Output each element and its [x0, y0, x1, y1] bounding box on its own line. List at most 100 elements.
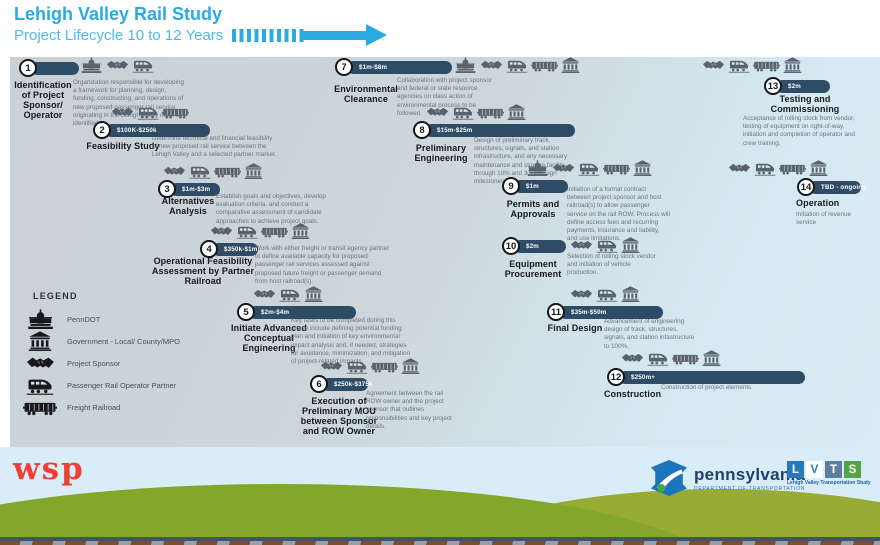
step-6-title: Execution of Preliminary MOU between Spo… — [300, 396, 378, 437]
capitol-icon — [80, 57, 103, 73]
step-7-title: Environmental Clearance — [334, 84, 398, 105]
train-icon — [346, 358, 368, 374]
wsp-logo: wsp — [13, 451, 85, 487]
step-14-description: Initiation of revenue service — [796, 211, 851, 227]
step-3-title: Alternatives Analysis — [161, 196, 215, 217]
keystone-icon — [650, 459, 688, 497]
capitol-icon — [454, 57, 477, 73]
step-7-number-badge: 7 — [335, 58, 353, 76]
step-14-number-badge: 14 — [797, 178, 815, 196]
bank-icon — [291, 223, 310, 239]
step-8-number-badge: 8 — [413, 121, 431, 139]
hill-main — [0, 484, 710, 545]
legend-icon-cell — [22, 331, 58, 351]
freight-icon — [531, 58, 558, 73]
step-4-cost-pill: $350k-$1m — [212, 242, 258, 256]
step-8-stakeholder-icons — [426, 104, 526, 120]
step-11-stakeholder-icons — [570, 286, 640, 302]
train-icon — [26, 375, 54, 395]
step-2-description: Determine technical and financial feasib… — [152, 135, 277, 159]
step-12-description: Construction of project elements — [661, 384, 752, 391]
step-11-title: Final Design — [547, 323, 603, 333]
step-6-number-badge: 6 — [310, 375, 328, 393]
step-9-cost-pill: $1m — [514, 179, 568, 193]
step-12-cost-pill: $250m+ — [619, 370, 805, 384]
step-10-description: Selection of rolling stock vendor and in… — [567, 253, 656, 277]
step-11-description: Advancement of engineering design of tra… — [604, 318, 695, 350]
step-12-title: Construction — [604, 389, 662, 399]
legend-icon-cell — [22, 354, 58, 373]
legend-title: LEGEND — [33, 291, 78, 301]
step-7-description: Collaboration with project sponsor and f… — [397, 77, 492, 117]
step-9-number-badge: 9 — [502, 177, 520, 195]
bank-icon — [783, 57, 802, 73]
train-icon — [578, 160, 600, 176]
train-icon — [137, 104, 159, 120]
step-5-cost-pill: $2m-$4m — [249, 305, 356, 319]
bank-icon — [809, 160, 828, 176]
handshake-icon — [253, 287, 276, 302]
handshake-icon — [728, 161, 751, 176]
step-5-description: Key tasks to be completed during this ph… — [291, 317, 411, 365]
lvts-letter-tile: V — [806, 461, 823, 478]
legend-icon-cell — [22, 309, 58, 329]
railroad-track — [0, 537, 880, 545]
capitol-icon — [526, 160, 549, 176]
train-icon — [132, 57, 154, 73]
legend-item-label: Project Sponsor — [67, 358, 121, 368]
bank-icon — [561, 57, 580, 73]
lvts-letter-tile: S — [844, 461, 861, 478]
step-7-cost-pill: $1m-$8m — [347, 60, 452, 74]
train-icon — [189, 163, 211, 179]
legend-item: Passenger Rail Operator Partner — [22, 375, 176, 395]
step-3-cost-pill: $1m-$3m — [170, 182, 220, 196]
handshake-icon — [426, 105, 449, 120]
step-9-stakeholder-icons — [526, 160, 652, 176]
train-icon — [754, 160, 776, 176]
timeline-arrow-shaft — [303, 31, 367, 40]
legend-item-label: Government - Local/ County/MPO — [67, 336, 180, 346]
bank-icon — [304, 286, 323, 302]
handshake-icon — [320, 359, 343, 374]
bank-icon — [28, 331, 52, 351]
train-icon — [236, 223, 258, 239]
timeline-arrow-head-icon — [366, 24, 387, 46]
step-10-number-badge: 10 — [502, 237, 520, 255]
handshake-icon — [570, 238, 593, 253]
legend-item: Project Sponsor — [22, 353, 120, 373]
bank-icon — [702, 350, 721, 366]
timeline-ticks — [232, 29, 306, 42]
step-1-number-badge: 1 — [19, 59, 37, 77]
train-icon — [506, 57, 528, 73]
step-12-stakeholder-icons — [621, 350, 721, 366]
step-10-cost-pill: $2m — [514, 239, 566, 253]
handshake-icon — [163, 164, 186, 179]
legend-item-label: PennDOT — [67, 314, 101, 324]
legend-icon-cell — [22, 375, 58, 395]
lvts-letter-tile: L — [787, 461, 804, 478]
handshake-icon — [621, 351, 644, 366]
train-icon — [279, 286, 301, 302]
train-icon — [596, 237, 618, 253]
step-4-description: Work with either freight or transit agen… — [255, 245, 390, 285]
capitol-icon — [26, 309, 55, 329]
step-6-description: Agreement between the rail ROW owner and… — [366, 390, 452, 430]
handshake-icon — [570, 287, 593, 302]
step-4-stakeholder-icons — [210, 223, 310, 239]
step-5-stakeholder-icons — [253, 286, 323, 302]
step-12-number-badge: 12 — [607, 368, 625, 386]
step-14-stakeholder-icons — [728, 160, 828, 176]
bank-icon — [401, 358, 420, 374]
bank-icon — [244, 163, 263, 179]
freight-icon — [23, 398, 57, 417]
train-icon — [728, 57, 750, 73]
step-2-stakeholder-icons — [111, 104, 189, 120]
freight-icon — [371, 359, 398, 374]
step-10-title: Equipment Procurement — [504, 259, 562, 280]
penndot-subtitle: DEPARTMENT OF TRANSPORTATION — [694, 485, 806, 492]
bank-icon — [507, 104, 526, 120]
